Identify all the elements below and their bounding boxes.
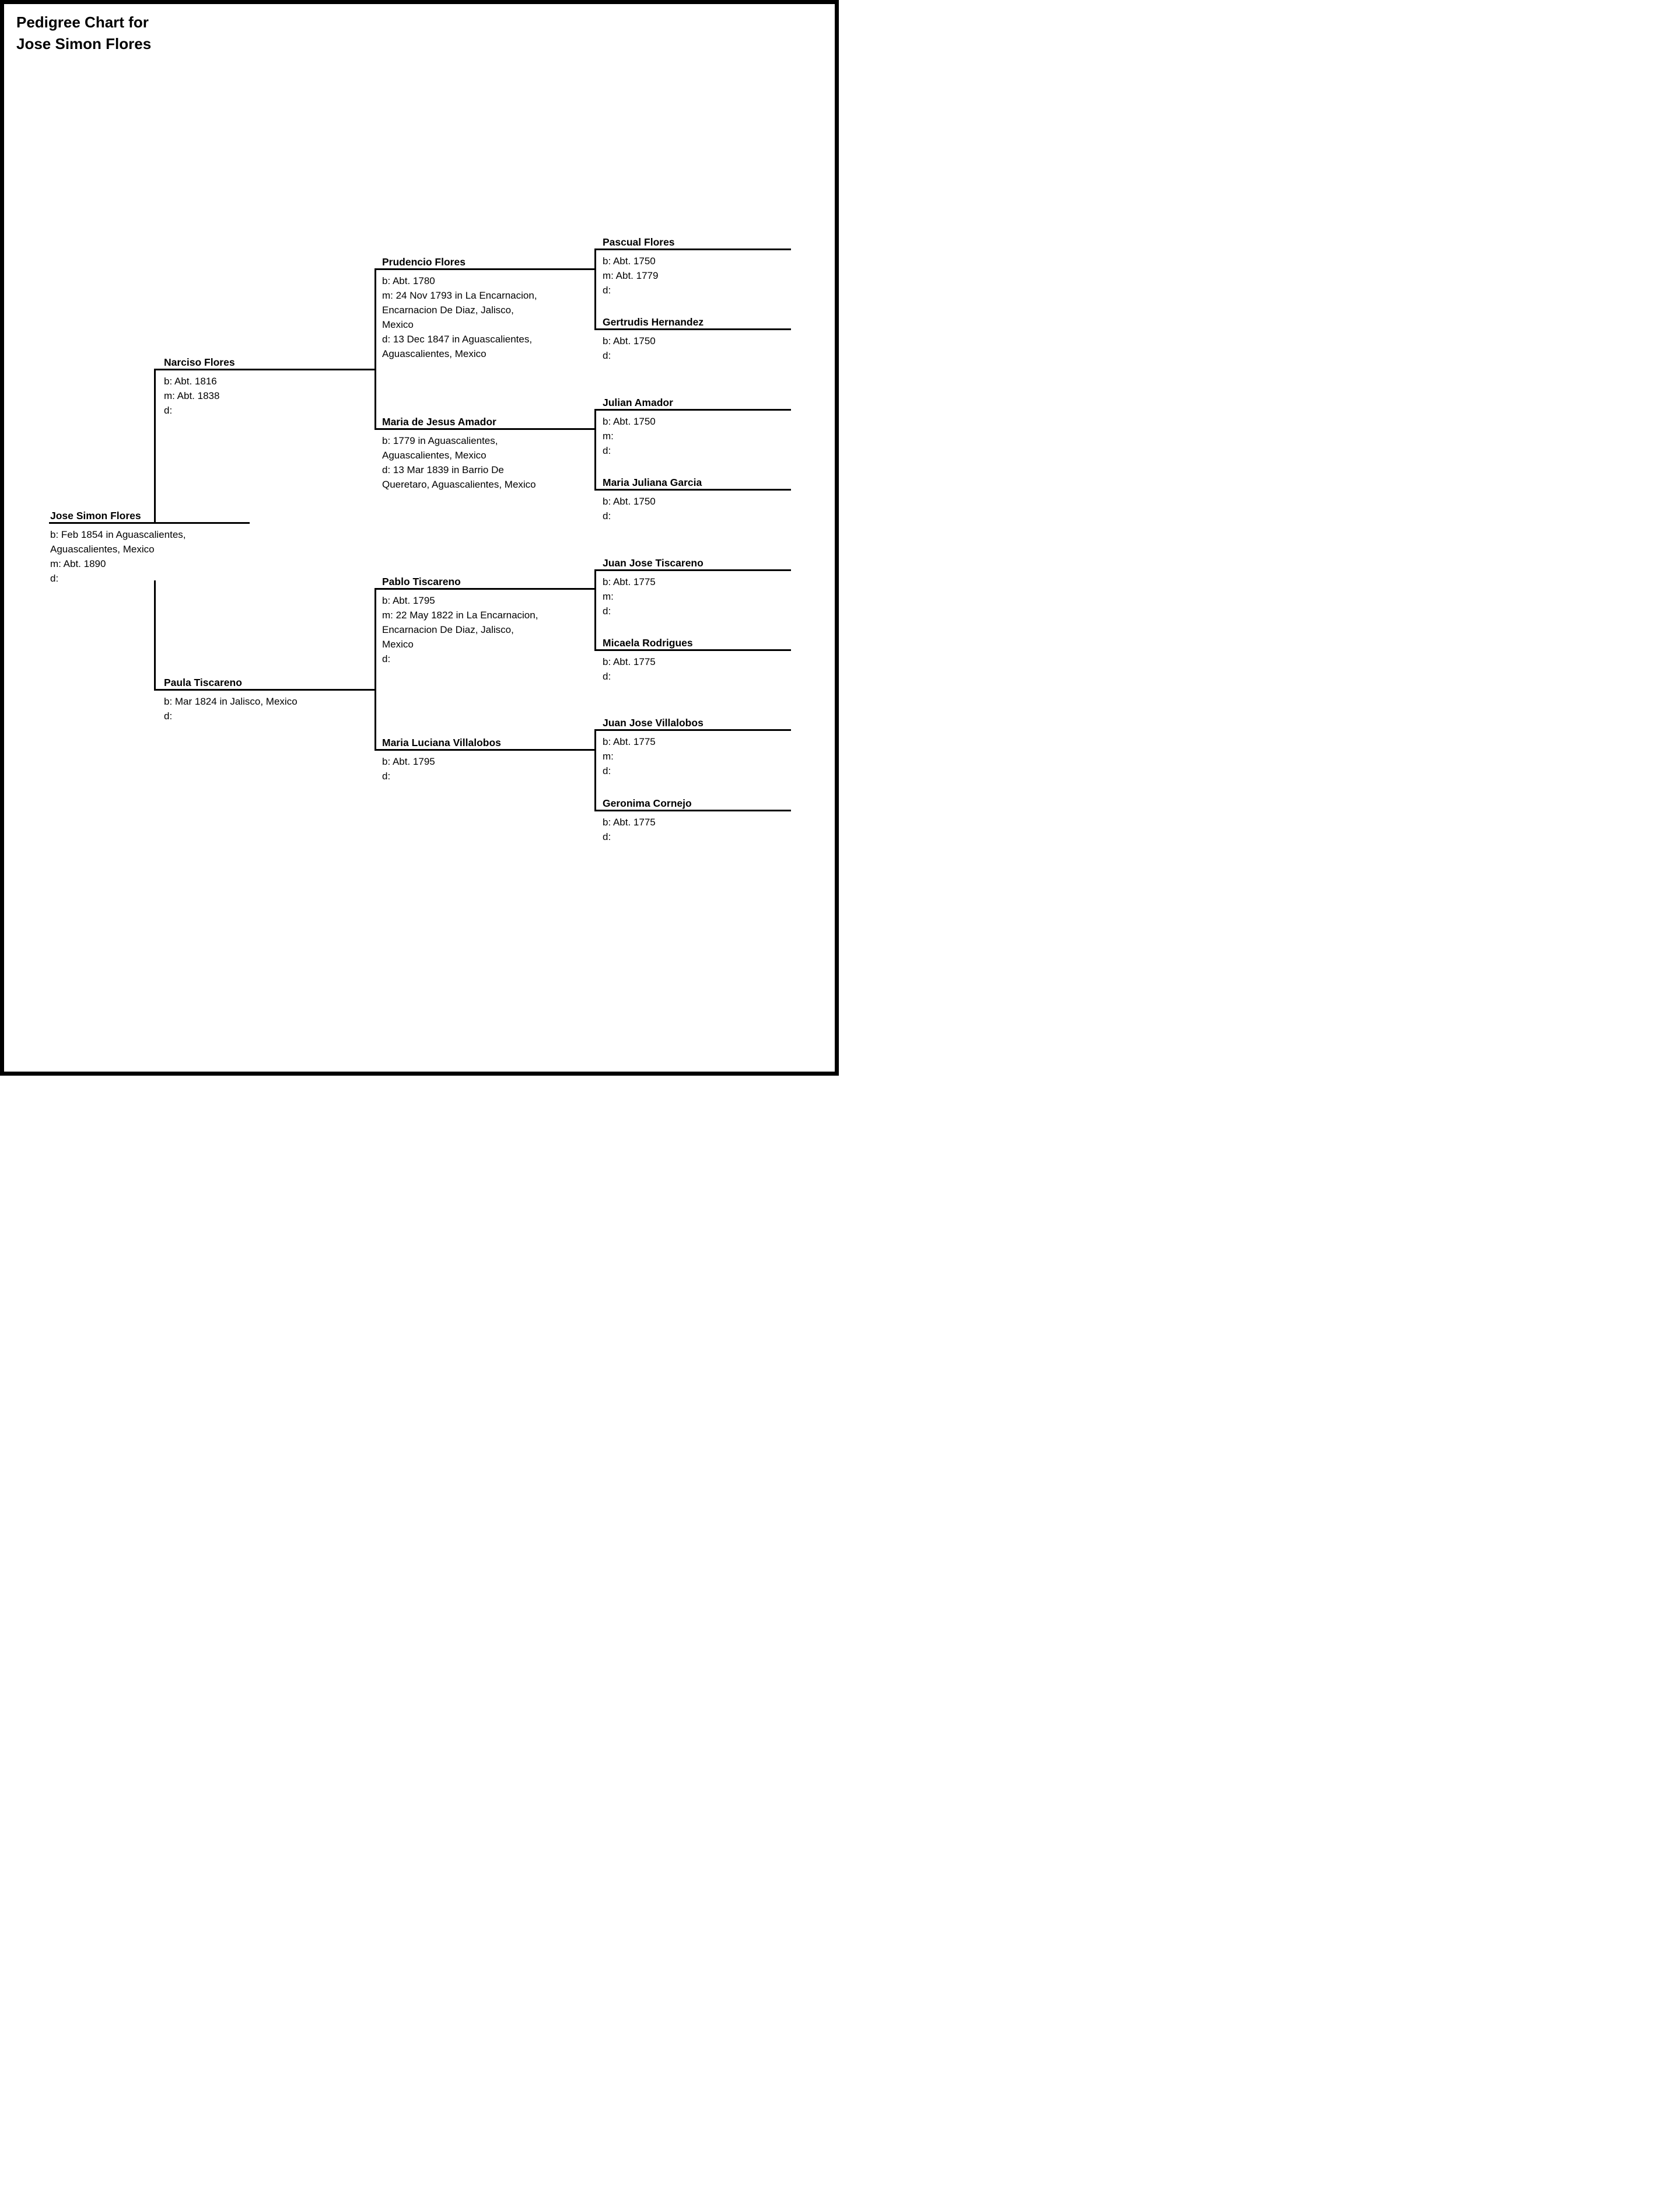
- person-name: Pablo Tiscareno: [382, 576, 461, 587]
- name-underline: [49, 522, 250, 524]
- page-border: [0, 0, 839, 1076]
- name-underline: [594, 249, 791, 250]
- person-name: Geronima Cornejo: [603, 797, 692, 809]
- person-jose-simon-flores: Jose Simon Flores b: Feb 1854 in Aguasca…: [49, 507, 250, 586]
- person-details: b: Abt. 1816 m: Abt. 1838 d:: [164, 376, 220, 416]
- name-underline: [594, 729, 791, 731]
- name-underline: [154, 369, 374, 370]
- person-details: b: 1779 in Aguascalientes, Aguascaliente…: [382, 435, 536, 490]
- person-name: Julian Amador: [603, 397, 673, 408]
- person-maria-luciana-villalobos: Maria Luciana Villalobos b: Abt. 1795 d:: [374, 734, 594, 783]
- person-name: Maria de Jesus Amador: [382, 416, 496, 428]
- person-details: b: Abt. 1750 d:: [603, 335, 656, 361]
- person-name: Micaela Rodrigues: [603, 637, 693, 649]
- person-pablo-tiscareno: Pablo Tiscareno b: Abt. 1795 m: 22 May 1…: [374, 573, 594, 666]
- great-grandparents-connector-line-3: [594, 569, 596, 651]
- name-underline: [374, 749, 594, 751]
- person-prudencio-flores: Prudencio Flores b: Abt. 1780 m: 24 Nov …: [374, 253, 594, 361]
- person-name: Paula Tiscareno: [164, 677, 242, 688]
- great-grandparents-connector-line-2: [594, 409, 596, 491]
- pedigree-chart-page: Pedigree Chart for Jose Simon Flores Jos…: [0, 0, 840, 1102]
- person-name: Jose Simon Flores: [50, 510, 141, 522]
- person-juan-jose-tiscareno: Juan Jose Tiscareno b: Abt. 1775 m: d:: [594, 554, 791, 618]
- name-underline: [594, 649, 791, 651]
- person-gertrudis-hernandez: Gertrudis Hernandez b: Abt. 1750 d:: [594, 313, 791, 363]
- person-name: Juan Jose Villalobos: [603, 717, 704, 729]
- person-details: b: Abt. 1775 d:: [603, 817, 656, 842]
- person-name: Pascual Flores: [603, 236, 675, 248]
- name-underline: [594, 489, 791, 491]
- name-underline: [374, 268, 594, 270]
- parents-connector-line-lower: [154, 580, 156, 691]
- great-grandparents-connector-line-4: [594, 729, 596, 811]
- person-micaela-rodrigues: Micaela Rodrigues b: Abt. 1775 d:: [594, 634, 791, 684]
- person-name: Juan Jose Tiscareno: [603, 557, 704, 569]
- maternal-grandparents-connector-line: [374, 588, 376, 751]
- person-details: b: Abt. 1795 d:: [382, 756, 435, 782]
- person-narciso-flores: Narciso Flores b: Abt. 1816 m: Abt. 1838…: [154, 354, 374, 418]
- person-name: Gertrudis Hernandez: [603, 316, 704, 328]
- person-name: Maria Juliana Garcia: [603, 477, 702, 488]
- person-juan-jose-villalobos: Juan Jose Villalobos b: Abt. 1775 m: d:: [594, 714, 791, 778]
- name-underline: [594, 569, 791, 571]
- person-details: b: Abt. 1775 m: d:: [603, 736, 656, 776]
- paternal-grandparents-connector-line: [374, 268, 376, 430]
- name-underline: [374, 588, 594, 590]
- great-grandparents-connector-line-1: [594, 249, 596, 330]
- person-geronima-cornejo: Geronima Cornejo b: Abt. 1775 d:: [594, 794, 791, 844]
- person-details: b: Abt. 1775 d:: [603, 656, 656, 682]
- name-underline: [154, 689, 374, 691]
- person-maria-juliana-garcia: Maria Juliana Garcia b: Abt. 1750 d:: [594, 474, 791, 523]
- name-underline: [594, 328, 791, 330]
- name-underline: [594, 409, 791, 411]
- person-details: b: Abt. 1750 m: Abt. 1779 d:: [603, 256, 659, 296]
- person-name: Narciso Flores: [164, 356, 235, 368]
- person-details: b: Abt. 1795 m: 22 May 1822 in La Encarn…: [382, 595, 538, 664]
- parents-connector-line-upper: [154, 369, 156, 524]
- person-details: b: Mar 1824 in Jalisco, Mexico d:: [164, 696, 298, 722]
- person-pascual-flores: Pascual Flores b: Abt. 1750 m: Abt. 1779…: [594, 233, 791, 298]
- person-details: b: Abt. 1750 m: d:: [603, 416, 656, 456]
- person-name: Prudencio Flores: [382, 256, 466, 268]
- person-details: b: Abt. 1780 m: 24 Nov 1793 in La Encarn…: [382, 275, 537, 359]
- person-details: b: Abt. 1775 m: d:: [603, 576, 656, 617]
- person-julian-amador: Julian Amador b: Abt. 1750 m: d:: [594, 394, 791, 458]
- chart-title: Pedigree Chart for Jose Simon Flores: [16, 13, 152, 52]
- name-underline: [594, 810, 791, 811]
- name-underline: [374, 428, 594, 430]
- person-details: b: Feb 1854 in Aguascalientes, Aguascali…: [50, 529, 186, 584]
- person-paula-tiscareno: Paula Tiscareno b: Mar 1824 in Jalisco, …: [154, 674, 374, 723]
- person-maria-de-jesus-amador: Maria de Jesus Amador b: 1779 in Aguasca…: [374, 413, 594, 492]
- person-details: b: Abt. 1750 d:: [603, 496, 656, 522]
- person-name: Maria Luciana Villalobos: [382, 737, 501, 748]
